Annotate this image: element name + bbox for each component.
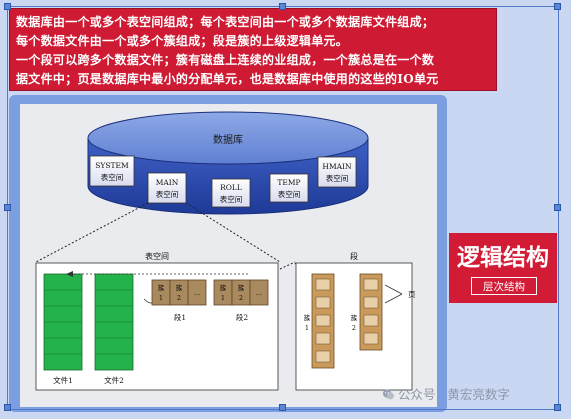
structure-diagram: 数据库 SYSTEM 表空间 MAIN 表空间 ROLL 表空间 TEMP 表空… xyxy=(35,111,416,391)
tablespace-name: MAIN xyxy=(156,178,179,187)
page-arrow xyxy=(384,284,403,304)
tablespace-main: MAIN 表空间 xyxy=(147,172,187,204)
tablespace-sub: 表空间 xyxy=(156,189,179,199)
file-label: 文件1 xyxy=(53,375,73,385)
cluster-cell-num: 1 xyxy=(159,294,163,302)
segment-label: 段2 xyxy=(236,312,248,322)
cluster-cell: … xyxy=(249,279,269,306)
cluster-cell: 簇 2 xyxy=(231,279,251,306)
tablespace-sub: 表空间 xyxy=(326,173,349,183)
file-label: 文件2 xyxy=(104,375,124,385)
resize-handle[interactable] xyxy=(4,204,11,211)
watermark-text: 公众号 · 黄宏亮数字 xyxy=(398,387,510,402)
cluster-column-num: 2 xyxy=(352,324,356,332)
tablespace-roll: ROLL 表空间 xyxy=(211,178,251,208)
resize-handle[interactable] xyxy=(4,3,11,10)
watermark: 公众号 · 黄宏亮数字 xyxy=(382,384,510,403)
resize-handle[interactable] xyxy=(279,3,286,10)
cluster-cell-text: … xyxy=(194,289,201,297)
tablespace-sub: 表空间 xyxy=(101,172,124,182)
cluster-column-2 xyxy=(359,273,383,351)
tablespace-sub: 表空间 xyxy=(220,194,243,204)
cluster-cell-num: 1 xyxy=(221,294,225,302)
database-label: 数据库 xyxy=(213,133,243,146)
segment-label: 段1 xyxy=(174,312,186,322)
tablespace-sub: 表空间 xyxy=(278,189,301,199)
cluster-column-1 xyxy=(311,273,335,369)
cluster-column-label: 簇 xyxy=(304,313,311,322)
cluster-cell: 簇 1 xyxy=(151,279,171,306)
description-line: 数据库由一个或多个表空间组成；每个表空间由一个或多个数据库文件组成； xyxy=(16,15,435,29)
side-title: 逻辑结构 xyxy=(457,244,549,271)
resize-handle[interactable] xyxy=(554,204,561,211)
side-subtitle: 层次结构 xyxy=(471,277,537,295)
tablespace-hmain: HMAIN 表空间 xyxy=(317,156,357,188)
cluster-cell-num: 2 xyxy=(239,294,243,302)
arrow-to-file xyxy=(66,271,248,277)
tablespace-name: TEMP xyxy=(277,178,300,187)
tablespace-box-label: 表空间 xyxy=(145,251,169,261)
description-line: 每个数据文件由一个或多个簇组成；段是簇的上级逻辑单元。 xyxy=(16,34,349,48)
selection-frame xyxy=(7,6,559,410)
cluster-column-num: 1 xyxy=(305,324,309,332)
cluster-cell-text: 簇 xyxy=(220,283,227,292)
tablespace-name: SYSTEM xyxy=(95,161,129,170)
description-line: 一个段可以跨多个数据文件；簇有磁盘上连续的业组成，一个簇总是在一个数 xyxy=(16,53,435,67)
resize-handle[interactable] xyxy=(279,404,286,411)
page-label: 页 xyxy=(408,290,416,299)
resize-handle[interactable] xyxy=(4,404,11,411)
tablespace-name: ROLL xyxy=(220,183,242,192)
tablespace-name: HMAIN xyxy=(322,162,352,171)
cluster-column-label: 簇 xyxy=(351,313,358,322)
description-box: 数据库由一个或多个表空间组成；每个表空间由一个或多个数据库文件组成； 每个数据文… xyxy=(9,8,497,91)
data-file-1 xyxy=(43,273,83,371)
resize-handle[interactable] xyxy=(554,3,561,10)
tablespace-system: SYSTEM 表空间 xyxy=(89,155,135,187)
resize-handle[interactable] xyxy=(554,404,561,411)
cluster-cell-num: 2 xyxy=(177,294,181,302)
cluster-cell-text: 簇 xyxy=(238,283,245,292)
segment-box-label: 段 xyxy=(350,251,358,261)
tablespace-temp: TEMP 表空间 xyxy=(269,173,309,203)
cluster-cell: … xyxy=(187,279,207,306)
logical-structure-label: 逻辑结构 层次结构 xyxy=(449,233,557,303)
cluster-cell-text: … xyxy=(256,289,263,297)
diagram-canvas: 数据库 SYSTEM 表空间 MAIN 表空间 ROLL 表空间 TEMP 表空… xyxy=(20,104,437,407)
description-line: 据文件中；页是数据库中最小的分配单元，也是数据库中使用的这些的IO单元 xyxy=(16,72,439,86)
cluster-cell-text: 簇 xyxy=(158,283,165,292)
wechat-icon xyxy=(382,389,394,400)
cluster-cell-text: 簇 xyxy=(176,283,183,292)
